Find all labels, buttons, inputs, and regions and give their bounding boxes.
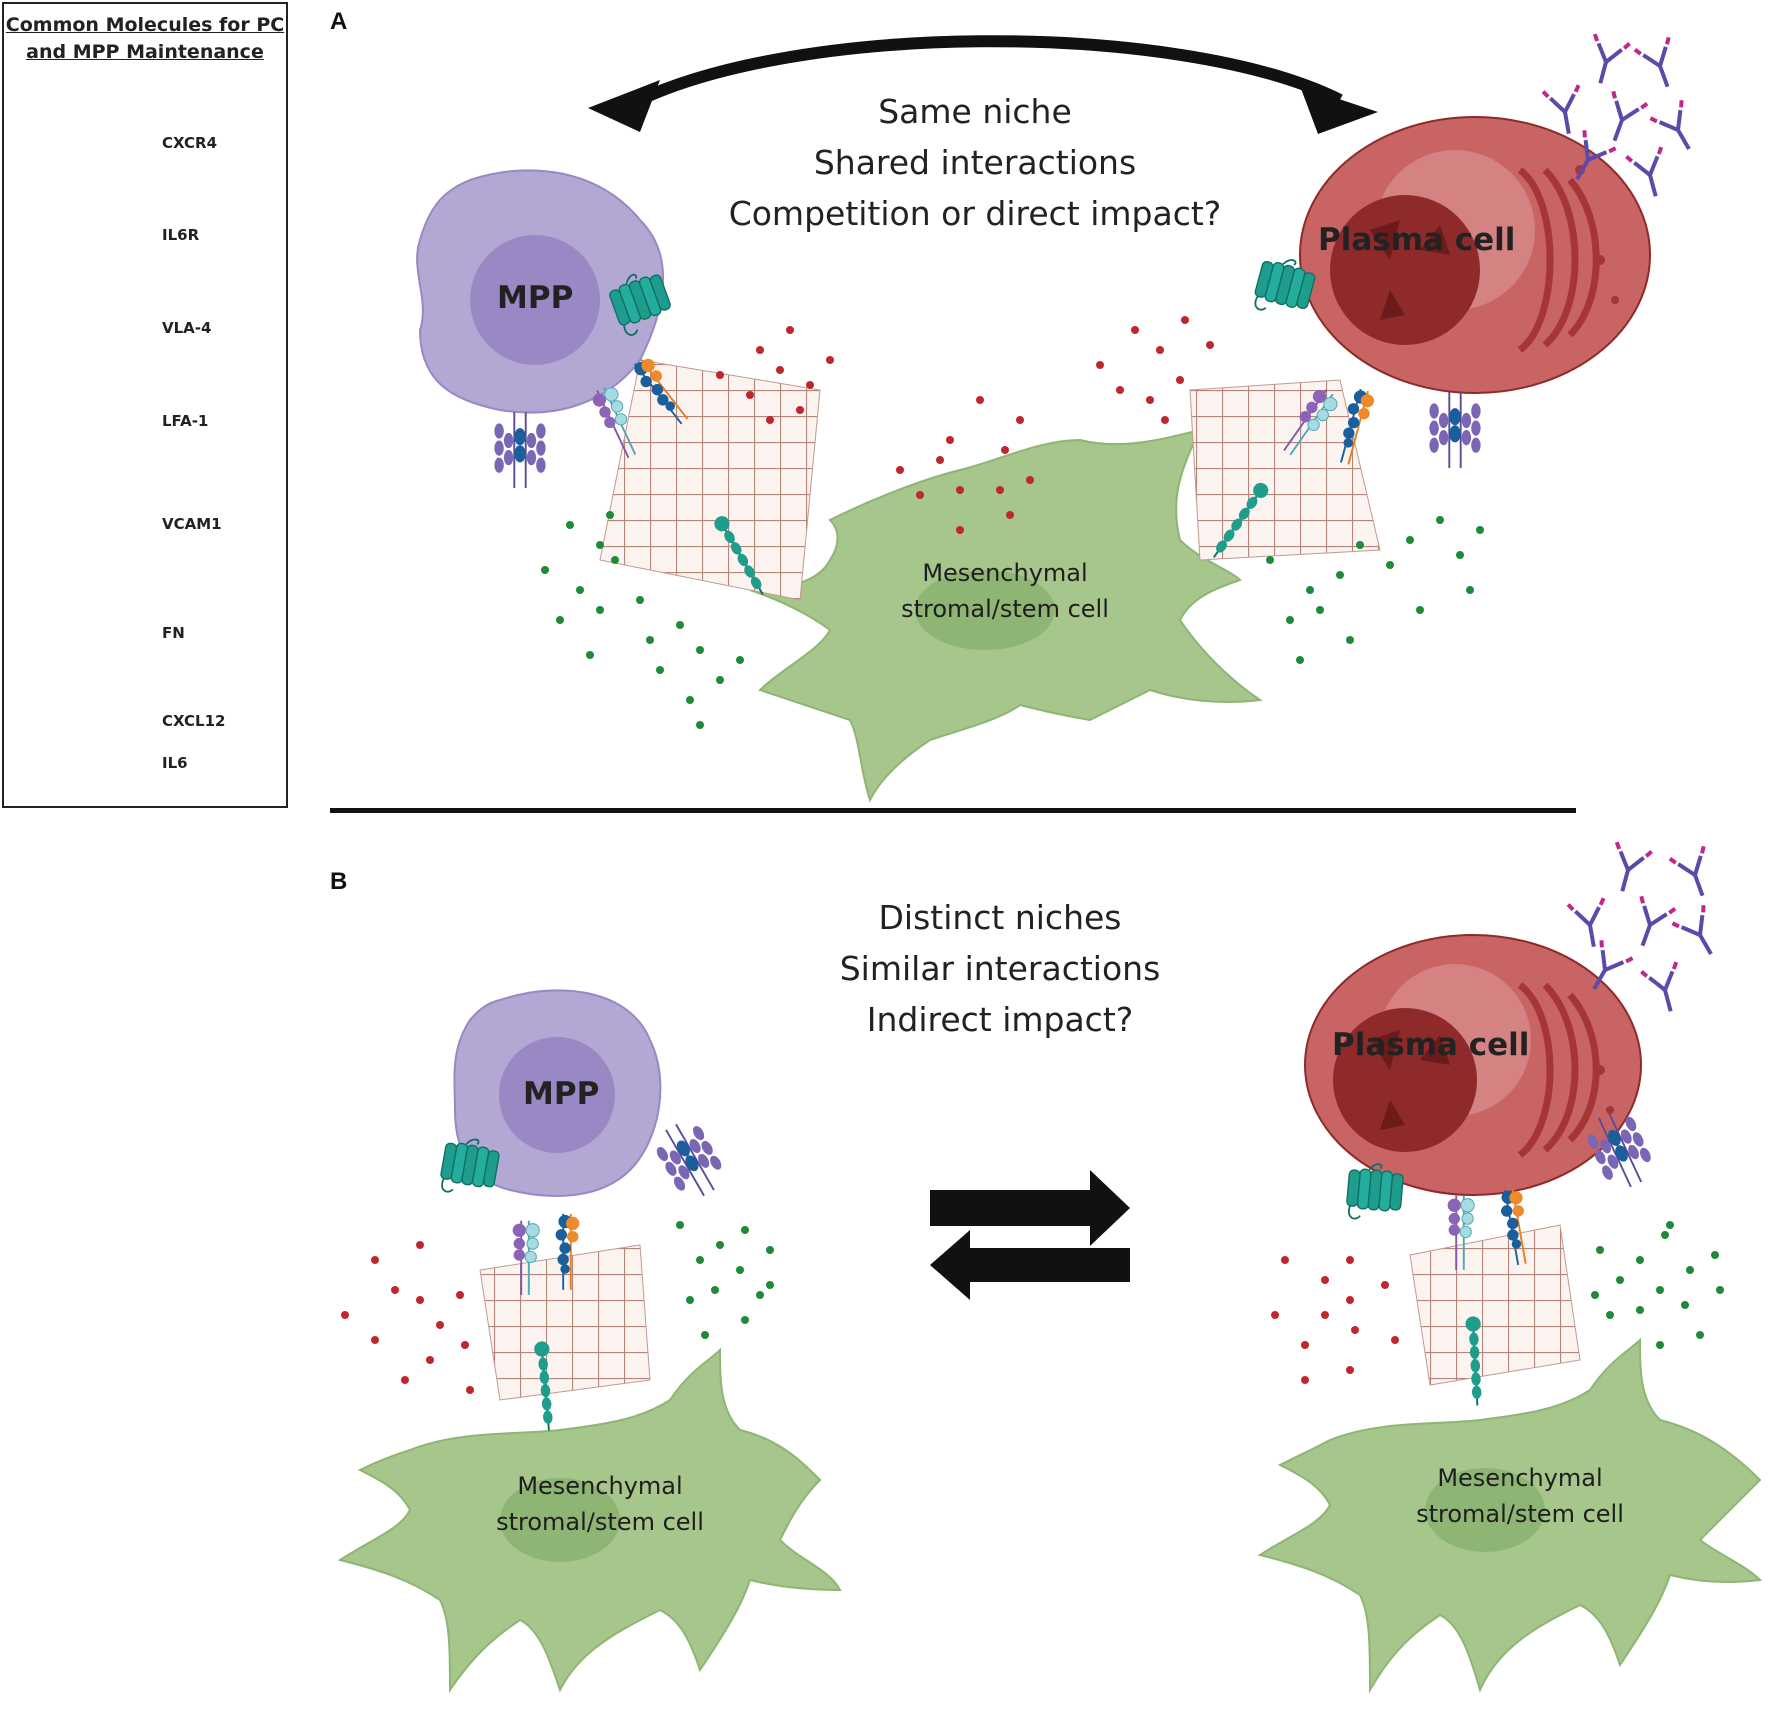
panel-a-plasma-cell	[1299, 116, 1651, 394]
panel-b-msc-left-label-line-2: stromal/stem cell	[496, 1508, 704, 1536]
panel-b-exchange-arrows	[930, 1170, 1130, 1300]
panel-a-pc-il6r	[1428, 391, 1482, 469]
panel-b-mpp-nucleus	[499, 1037, 615, 1153]
panel-a-mpp-nucleus	[470, 235, 600, 365]
panel-b-caption-line-3: Indirect impact?	[866, 1000, 1134, 1039]
panel-a-double-arrow	[588, 35, 1378, 134]
panel-a-caption: Same niche Shared interactions Competiti…	[690, 86, 1260, 239]
legend-label-vla4: VLA-4	[162, 319, 212, 337]
panel-b-plasma-cell	[1304, 934, 1642, 1196]
legend-label-vcam1: VCAM1	[162, 515, 222, 533]
panel-b-msc-right-label-line-1: Mesenchymal	[1437, 1464, 1603, 1492]
panel-a-il6-dots	[541, 511, 1484, 729]
legend-label-il6: IL6	[162, 754, 188, 772]
panel-b-caption-line-1: Distinct niches	[878, 898, 1122, 937]
panel-a-plasma-cell-label: Plasma cell	[1318, 222, 1516, 258]
panel-b-fibronectin-right	[1409, 1224, 1581, 1386]
panel-b-msc-left-label-line-1: Mesenchymal	[517, 1472, 683, 1500]
panel-b-il6-dots	[676, 1221, 1724, 1349]
panel-a-mpp-label: MPP	[497, 280, 574, 316]
panel-a-mpp-il6r	[493, 411, 547, 489]
panel-a-msc-label-line-2: stromal/stem cell	[901, 595, 1109, 623]
panel-b-letter: B	[330, 868, 348, 895]
legend-title-line-2: and MPP Maintenance	[26, 41, 264, 63]
legend-panel: Common Molecules for PC and MPP Maintena…	[2, 2, 288, 808]
panel-b-caption: Distinct niches Similar interactions Ind…	[760, 892, 1240, 1045]
panel-b-msc-left-nucleus	[500, 1478, 620, 1562]
panel-b-msc-right-nucleus	[1425, 1468, 1545, 1552]
panel-a-fibronectin-right	[1189, 379, 1381, 561]
panel-b-msc-left-label: Mesenchymal stromal/stem cell	[465, 1468, 735, 1540]
legend-title-line-1: Common Molecules for PC	[5, 14, 285, 36]
panel-a-cxcl12-dots	[716, 316, 1214, 534]
panel-a-letter: A	[330, 8, 348, 35]
legend-label-cxcr4: CXCR4	[162, 134, 218, 152]
panel-a-caption-line-3: Competition or direct impact?	[728, 194, 1222, 233]
panel-b-fibronectin-left	[479, 1244, 651, 1401]
legend-label-lfa1: LFA-1	[162, 412, 209, 430]
panel-b-plasma-cell-label: Plasma cell	[1332, 1027, 1530, 1063]
legend-label-cxcl12: CXCL12	[162, 712, 226, 730]
panel-b-mpp-il6r	[647, 1113, 733, 1207]
legend-label-il6r: IL6R	[162, 226, 200, 244]
panel-b-mpp-label: MPP	[523, 1076, 600, 1112]
panel-b-caption-line-2: Similar interactions	[839, 949, 1161, 988]
panel-b-cxcl12-dots	[341, 1241, 1399, 1394]
legend-title: Common Molecules for PC and MPP Maintena…	[4, 12, 286, 66]
panel-a-msc-label: Mesenchymal stromal/stem cell	[870, 555, 1140, 627]
panel-a-caption-line-2: Shared interactions	[813, 143, 1137, 182]
panel-a-fibronectin-left	[599, 359, 821, 601]
panel-b-msc-right-label-line-2: stromal/stem cell	[1416, 1500, 1624, 1528]
panel-b-msc-right-label: Mesenchymal stromal/stem cell	[1385, 1460, 1655, 1532]
panel-a-msc-nucleus	[915, 570, 1055, 650]
panel-divider	[330, 808, 1576, 813]
legend-label-fn: FN	[162, 624, 185, 642]
panel-a-msc-label-line-1: Mesenchymal	[922, 559, 1088, 587]
panel-a-caption-line-1: Same niche	[878, 92, 1072, 131]
